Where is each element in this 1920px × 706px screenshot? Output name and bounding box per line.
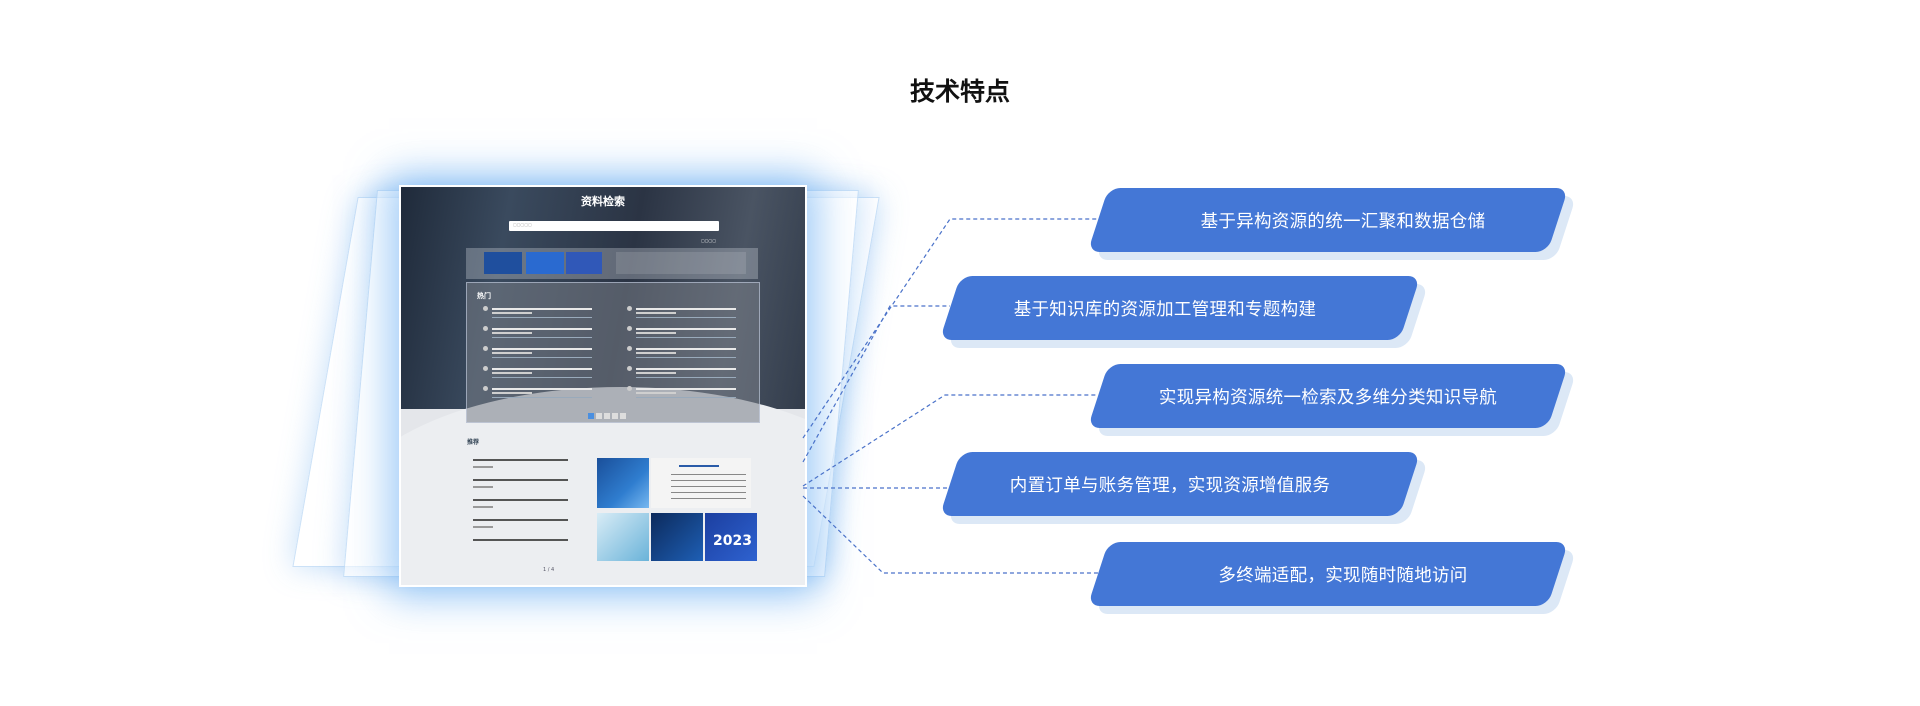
screenshot-hot-panel: 热门 (466, 282, 760, 423)
feature-label: 内置订单与账务管理，实现资源增值服务 (1009, 475, 1331, 496)
feature-2: 基于知识库的资源加工管理和专题构建 (939, 276, 1429, 348)
screenshot-hot-item (627, 325, 737, 339)
screenshot-recommend-item (467, 497, 577, 511)
screenshot-hot-item (627, 385, 737, 399)
screenshot-recommend-item (467, 517, 577, 531)
screenshot-thumbnail (597, 458, 649, 508)
screenshot-banner-panel (466, 248, 758, 279)
feature-1: 基于异构资源的统一汇聚和数据仓储 (1087, 188, 1577, 260)
feature-label: 基于知识库的资源加工管理和专题构建 (1013, 299, 1317, 320)
screenshot-hot-item (483, 365, 593, 379)
screenshot-banner (526, 252, 564, 274)
connector-line-3 (802, 394, 1098, 487)
screenshot-hot-item (483, 305, 593, 319)
connector-line-2 (802, 305, 950, 463)
screenshot-search-box: ▢▢▢▢▢ (509, 221, 719, 231)
screenshot-thumbnail (651, 513, 703, 561)
screenshot-pager-dot (596, 413, 602, 419)
screenshot-tag-area (616, 252, 746, 274)
connector-line-1 (802, 218, 1098, 439)
screenshot-recommend-item (467, 477, 577, 491)
feature-4: 内置订单与账务管理，实现资源增值服务 (939, 452, 1429, 524)
screenshot-thumbnail (597, 513, 649, 561)
screenshot-recommend-pager: 1 / 4 (543, 567, 555, 573)
screenshot-pager-dot (588, 413, 594, 419)
screenshot-pager-dot (604, 413, 610, 419)
page-title: 技术特点 (909, 77, 1010, 106)
screenshot-hot-item (627, 305, 737, 319)
screenshot-hot-item (627, 365, 737, 379)
screenshot-banner (566, 252, 602, 274)
screenshot-recommend-item (467, 457, 577, 471)
feature-3: 实现异构资源统一检索及多维分类知识导航 (1087, 364, 1577, 436)
screenshot-search-placeholder: ▢▢▢▢▢ (513, 222, 532, 227)
product-screenshot: 资料检索 ▢▢▢▢▢ ▢▢▢▢ 热门 推荐 (399, 185, 807, 587)
screenshot-hot-item (483, 325, 593, 339)
screenshot-hot-item (483, 345, 593, 359)
screenshot-title: 资料检索 (581, 195, 625, 208)
screenshot-banner (484, 252, 522, 274)
connector-line-5 (802, 495, 1098, 574)
screenshot-recommend-label: 推荐 (467, 439, 480, 446)
screenshot-hot-label: 热门 (477, 292, 491, 300)
screenshot-hot-item (483, 385, 593, 399)
feature-label: 多终端适配，实现随时随地访问 (1218, 565, 1468, 586)
screenshot-hot-item (627, 345, 737, 359)
screenshot-thumbnail-caption: 2023 (713, 533, 752, 549)
screenshot-pager-dot (612, 413, 618, 419)
screenshot-thumbnail: 2023 (705, 513, 757, 561)
screenshot-article-card (651, 458, 751, 508)
screenshot-recommend-item (467, 537, 577, 551)
feature-label: 基于异构资源的统一汇聚和数据仓储 (1200, 211, 1486, 232)
screenshot-advanced-link: ▢▢▢▢ (701, 238, 717, 243)
feature-5: 多终端适配，实现随时随地访问 (1087, 542, 1577, 614)
screenshot-pager-dot (620, 413, 626, 419)
feature-label: 实现异构资源统一检索及多维分类知识导航 (1158, 387, 1498, 408)
